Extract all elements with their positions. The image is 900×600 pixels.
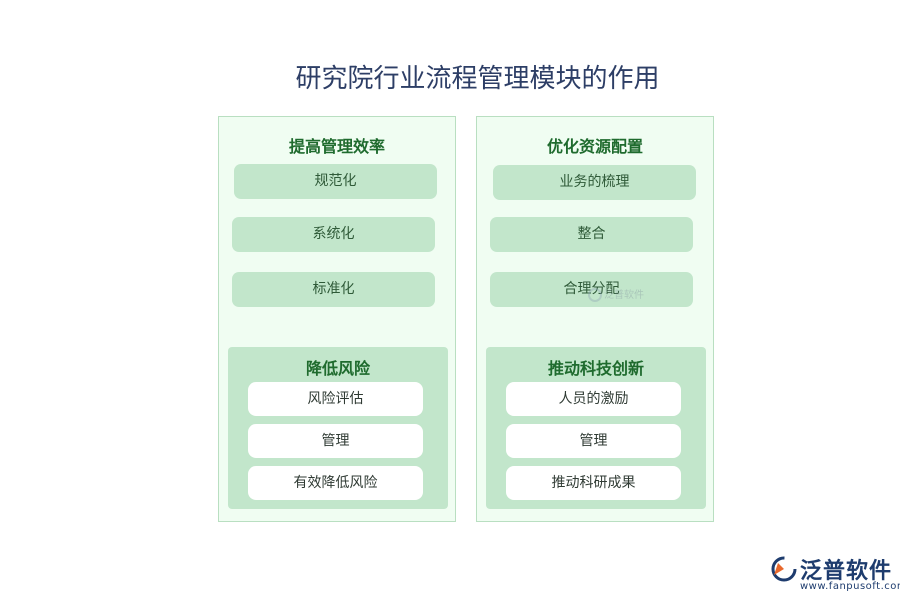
item-risk-management: 管理: [248, 424, 423, 458]
item-staff-incentive: 人员的激励: [506, 382, 681, 416]
item-research-results: 推动科研成果: [506, 466, 681, 500]
brand-logo-icon: [771, 556, 797, 582]
item-systematize: 系统化: [232, 217, 435, 252]
item-normalize: 标准化: [232, 272, 435, 307]
panel-efficiency: 提高管理效率 规范化 系统化 标准化 降低风险 风险评估 管理 有效降低风险: [218, 116, 456, 522]
watermark-logo-icon: [588, 288, 602, 302]
brand-logo-url: www.fanpusoft.com: [800, 581, 900, 592]
subpanel-innovation: 推动科技创新 人员的激励 管理 推动科研成果: [486, 347, 706, 509]
panel-resources: 优化资源配置 业务的梳理 整合 合理分配 推动科技创新 人员的激励 管理 推动科…: [476, 116, 714, 522]
panel-heading-resources: 优化资源配置: [546, 137, 643, 156]
diagram-title: 研究院行业流程管理模块的作用: [295, 64, 660, 94]
item-risk-assessment: 风险评估: [248, 382, 423, 416]
watermark: 泛普软件: [588, 286, 652, 306]
item-innovation-management: 管理: [506, 424, 681, 458]
item-integrate: 整合: [490, 217, 693, 252]
item-reduce-risk: 有效降低风险: [248, 466, 423, 500]
watermark-text: 泛普软件: [604, 290, 644, 301]
subpanel-risk: 降低风险 风险评估 管理 有效降低风险: [228, 347, 448, 509]
panel-heading-efficiency: 提高管理效率: [288, 137, 385, 156]
brand-logo: 泛普软件 www.fanpusoft.com: [770, 553, 900, 595]
subpanel-heading-risk: 降低风险: [305, 359, 370, 378]
subpanel-heading-innovation: 推动科技创新: [547, 359, 644, 378]
item-business-review: 业务的梳理: [493, 165, 696, 200]
brand-logo-text: 泛普软件: [800, 559, 893, 584]
item-standardize: 规范化: [234, 164, 437, 199]
